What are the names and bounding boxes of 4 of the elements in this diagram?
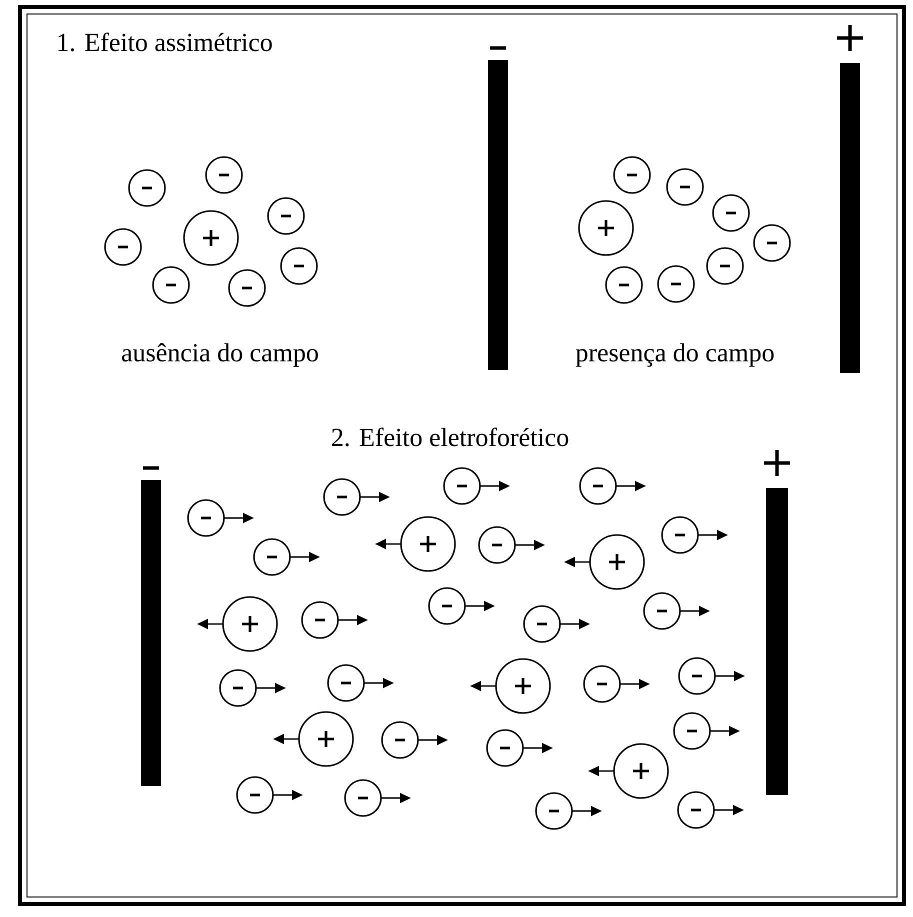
section-heading: 2. Efeito eletroforético (332, 428, 568, 446)
section-heading: 1. Efeito assimétrico (58, 32, 272, 52)
caption: ausência do campo (122, 343, 318, 367)
caption: presença do campo (576, 343, 774, 367)
